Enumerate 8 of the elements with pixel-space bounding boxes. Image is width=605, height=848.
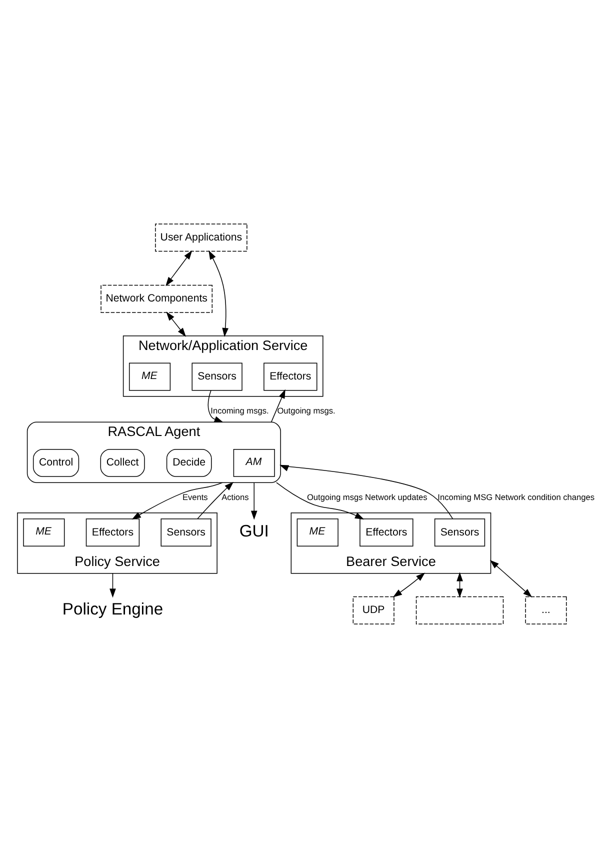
edge-label: Incoming MSG Network condition changes	[438, 492, 594, 502]
edge-label: Events	[182, 492, 208, 502]
edge-label: Incoming msgs.	[210, 406, 269, 416]
edge-label: Actions	[222, 492, 249, 502]
node-text: GUI	[239, 522, 269, 541]
edge-label: Outgoing msgs Network updates	[306, 492, 428, 502]
edge-label: Outgoing msgs.	[277, 406, 336, 416]
node-text: Policy Engine	[62, 600, 164, 619]
